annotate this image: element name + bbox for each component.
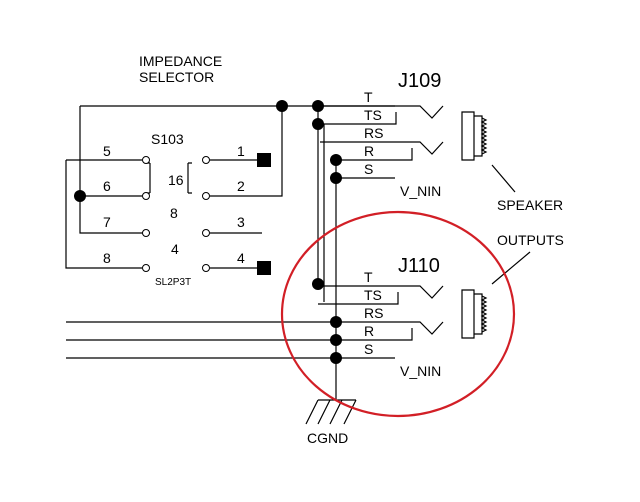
contact-5 [142,156,150,164]
j109-pin-r: R [364,143,374,159]
position-4-label: 4 [171,241,179,257]
pin-8-label: 8 [103,250,111,266]
j110-rs-wire [66,321,444,335]
j109-r-wire [336,148,413,161]
j110-body [461,289,483,339]
contact-4 [202,264,210,272]
position-16-label: 16 [168,172,184,188]
pin-6-label: 6 [103,178,111,194]
j109-t-wire [318,105,444,119]
contact-3 [202,229,210,237]
j109-pin-t: T [364,89,373,105]
junction-pin6 [74,190,86,202]
junction-top-left [276,100,288,112]
j109-pin-rs: RS [364,125,383,141]
pin8-wire [65,160,142,269]
j110-pin-s: S [364,341,373,357]
contact-7 [142,229,150,237]
ground-hatch [305,399,357,425]
junction-j110-r [330,334,342,346]
j110-ts-wire [318,292,399,305]
pin-2-label: 2 [237,178,245,194]
pin-7-label: 7 [103,214,111,230]
switch-part-number: SL2P3T [155,277,191,288]
j110-pin-r: R [364,323,374,339]
pin-5-label: 5 [103,143,111,159]
jack-j109-ref: J109 [398,70,441,92]
pin-3-label: 3 [237,214,245,230]
left-vertical-wire [79,106,150,234]
contact-6 [142,192,150,200]
junction-j110-t [312,278,324,290]
contact-2 [202,192,210,200]
j109-thread [480,117,488,155]
j109-pin-ts: TS [364,107,382,123]
junction-j110-s [330,352,342,364]
selector-title-line1: IMPEDANCE [139,53,222,69]
switch-ref: S103 [151,131,184,147]
j109-pin-s: S [364,161,373,177]
highlight-ellipse [280,210,516,418]
j110-net-label: V_NIN [400,363,441,379]
pad-pin1 [257,153,271,167]
contact-8 [142,264,150,272]
j109-body [461,111,483,161]
switch-right-bracket [187,162,192,194]
pad-pin4 [257,261,271,275]
j110-pin-t: T [364,269,373,285]
j110-pin-ts: TS [364,287,382,303]
contact-1 [202,156,210,164]
speaker-label: SPEAKER [497,197,563,213]
j110-t-wire [318,285,444,299]
pin-4-label: 4 [237,250,245,266]
speaker-leader-j109 [491,164,516,193]
pin2-wire [210,106,283,197]
pin-1-label: 1 [237,143,245,159]
selector-title-line2: SELECTOR [139,69,214,85]
j110-thread [480,295,488,333]
position-8-label: 8 [170,205,178,221]
j109-ts-wire [318,112,397,125]
speaker-leader-j110 [491,251,531,285]
j109-rs-wire [320,141,444,155]
outputs-label: OUTPUTS [497,232,564,248]
junction-j110-rs [330,316,342,328]
switch-left-bracket [146,162,151,194]
ground-label: CGND [307,430,348,446]
j110-r-wire [66,328,413,341]
jack-j110-ref: J110 [398,255,440,277]
j109-net-label: V_NIN [400,183,441,199]
j110-pin-rs: RS [364,305,383,321]
